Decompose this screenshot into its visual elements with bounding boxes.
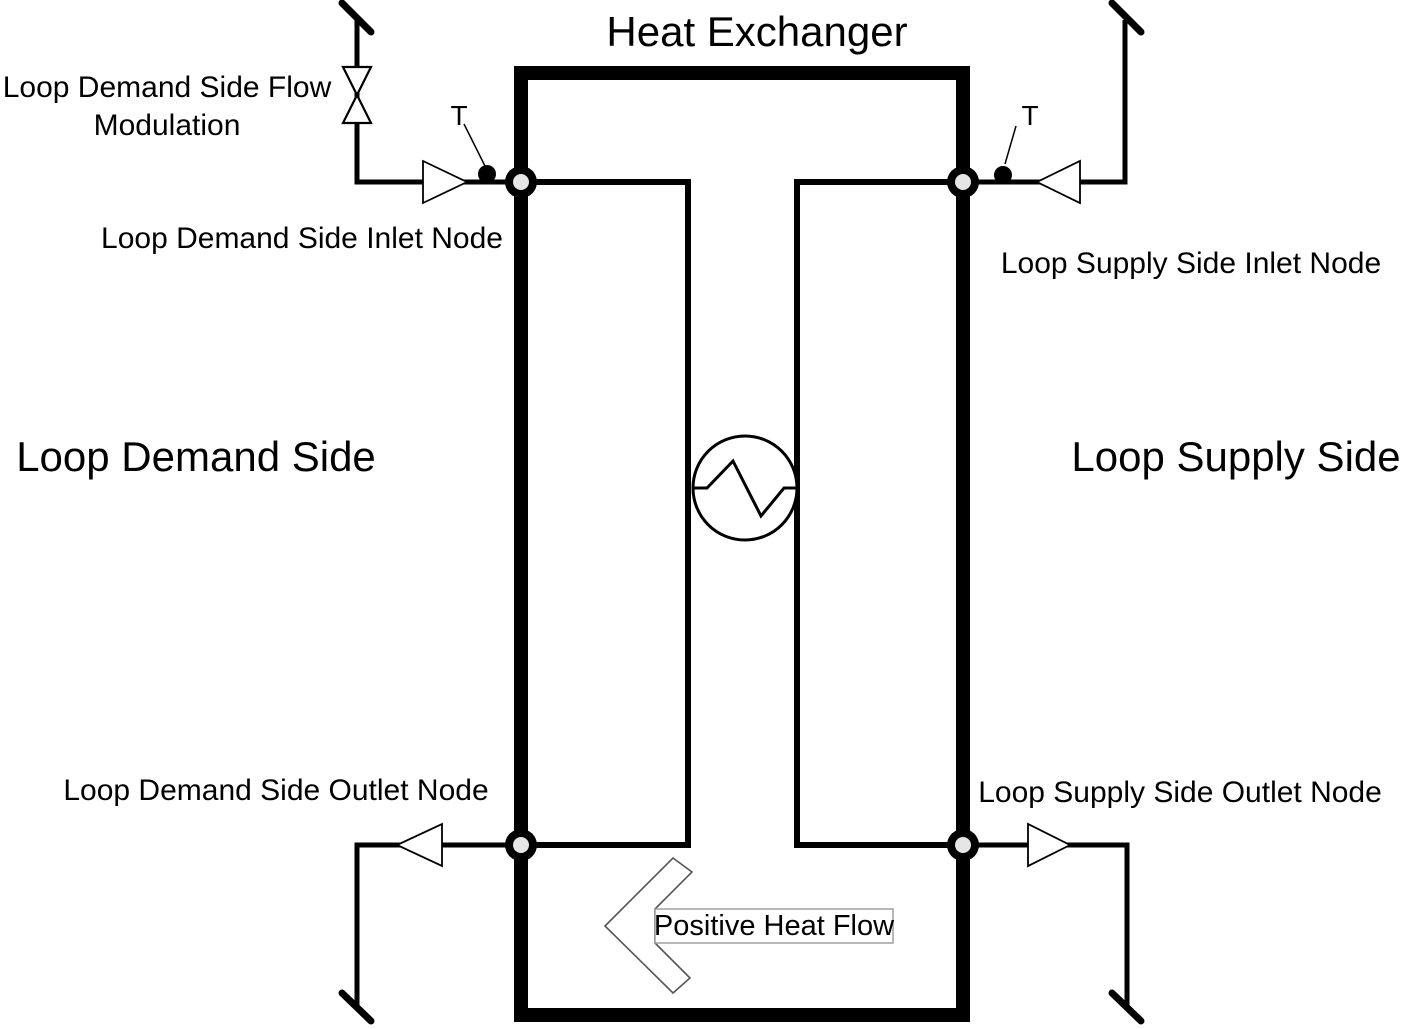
internal-pipe-supply (794, 179, 963, 848)
heat-transfer-zigzag (693, 458, 797, 519)
flow-arrow-supply-inlet-icon (1034, 159, 1081, 205)
supply-inlet-node-label: Loop Supply Side Inlet Node (1000, 247, 1382, 280)
pipe-end-tick-bottom-left (338, 989, 375, 1025)
supply-outlet-node-label: Loop Supply Side Outlet Node (978, 776, 1382, 809)
demand-outlet-node-label: Loop Demand Side Outlet Node (63, 774, 489, 807)
node-demand-inlet (505, 166, 537, 198)
flow-arrow-supply-outlet-icon (1027, 822, 1073, 868)
pipe-supply-outlet (963, 842, 1130, 1005)
temp-sensor-supply-icon (994, 166, 1012, 184)
positive-heat-flow-box (654, 908, 894, 944)
node-supply-inlet (947, 166, 979, 198)
demand-side-label: Loop Demand Side (16, 433, 376, 480)
flow-arrow-demand-inlet-icon (422, 159, 470, 205)
pipe-end-tick-bottom-right (1108, 989, 1145, 1025)
temp-sensor-label-demand: T (450, 100, 468, 131)
heat-exchanger-body (514, 66, 970, 1022)
pipe-end-tick-top-left (338, 0, 375, 36)
positive-heat-flow-label: Positive Heat Flow (653, 909, 895, 942)
pipe-demand-outlet (354, 842, 521, 1005)
supply-side-label: Loop Supply Side (1071, 433, 1401, 480)
pipe-end-tick-top-right (1108, 0, 1145, 36)
temp-sensor-leader-demand (463, 123, 486, 167)
diagram-title: Heat Exchanger (606, 8, 908, 55)
node-demand-outlet (505, 829, 537, 861)
temp-sensor-demand-icon (478, 165, 496, 183)
pipe-supply-inlet (963, 20, 1128, 185)
demand-inlet-node-label: Loop Demand Side Inlet Node (101, 222, 503, 255)
pipe-demand-inlet (354, 20, 521, 185)
temp-sensor-label-supply: T (1021, 100, 1039, 131)
flow-modulation-label: Loop Demand Side Flow Modulation (2, 71, 332, 142)
flow-modulation-valve-icon (341, 65, 373, 125)
temp-sensor-leader-supply (1004, 125, 1017, 165)
flow-arrow-demand-outlet-icon (394, 822, 443, 868)
node-supply-outlet (947, 829, 979, 861)
internal-pipe-demand (521, 179, 691, 848)
